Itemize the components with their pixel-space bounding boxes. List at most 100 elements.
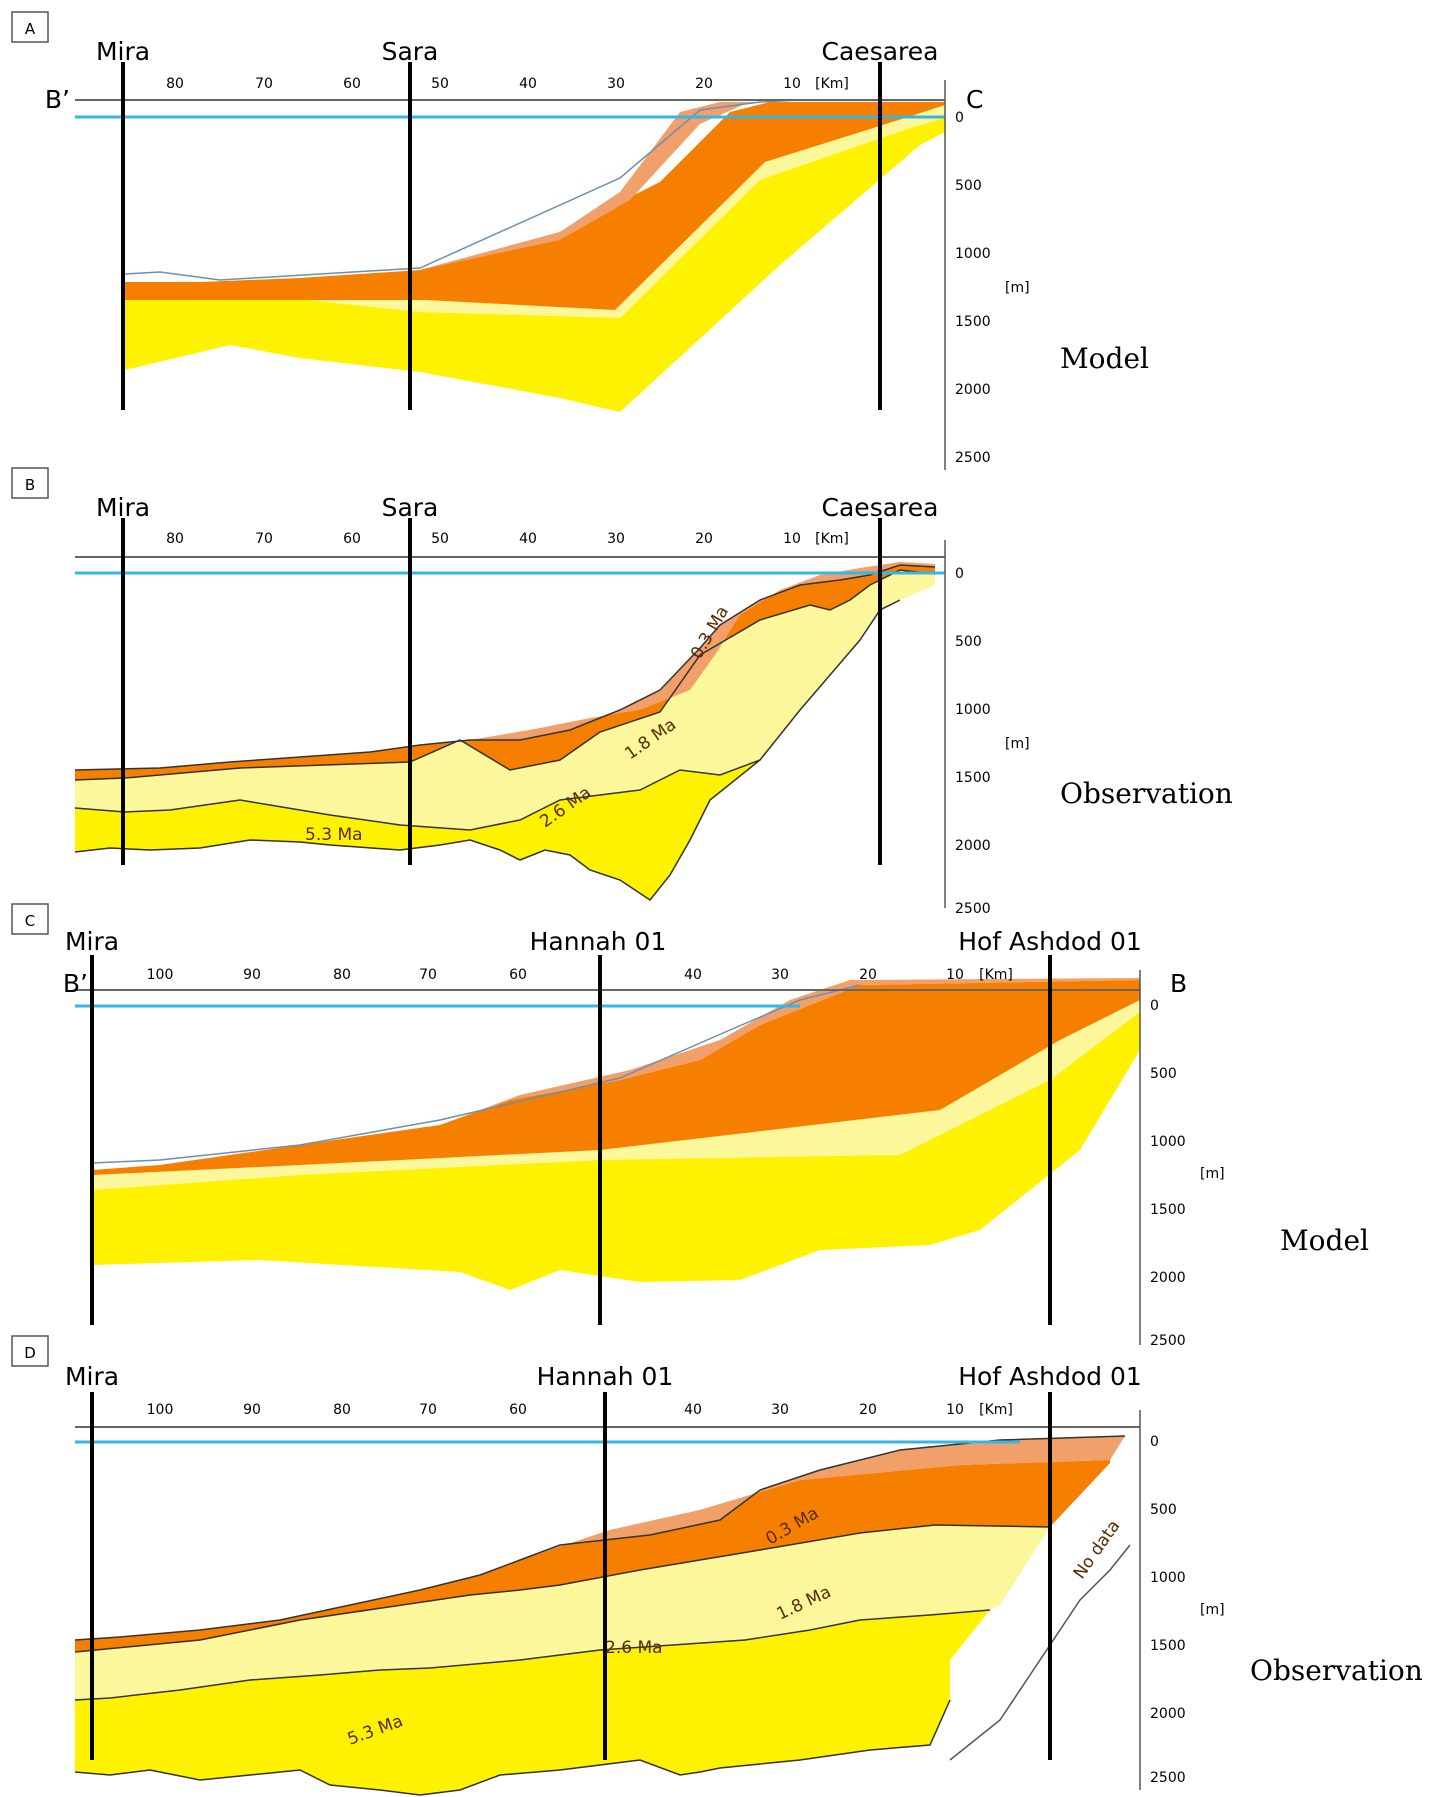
y-tick-label: 2000 — [1150, 1270, 1186, 1286]
panel-b-well-label: Mira — [96, 493, 150, 522]
x-tick-label: 40 — [519, 531, 537, 547]
horizon-2-6ma — [74, 759, 761, 831]
panel-a: A 80 70 60 50 40 30 20 10 [Km] 0 500 100… — [11, 11, 1149, 470]
horizon-2-6ma — [74, 1609, 991, 1701]
x-tick-label: 70 — [255, 76, 273, 92]
y-tick-label: 0 — [955, 110, 964, 126]
panel-c-well-label: Hof Ashdod 01 — [958, 927, 1142, 956]
panel-a-end-label-left: B’ — [45, 85, 70, 114]
y-unit-label: [m] — [1005, 736, 1030, 752]
x-tick-label: 60 — [509, 967, 527, 983]
y-unit-label: [m] — [1005, 280, 1030, 296]
panel-b-well-label: Sara — [382, 493, 439, 522]
panel-b-well-label: Caesarea — [822, 493, 939, 522]
y-tick-label: 500 — [1150, 1066, 1177, 1082]
y-tick-label: 1500 — [1150, 1202, 1186, 1218]
panel-b-yellow-layer — [75, 760, 760, 900]
x-tick-label: 60 — [343, 531, 361, 547]
x-tick-label: 50 — [431, 531, 449, 547]
panel-c-well-label: Hannah 01 — [530, 927, 667, 956]
panel-d-light-orange-layer — [520, 1436, 1125, 1560]
x-tick-label: 40 — [684, 1402, 702, 1418]
x-tick-label: 20 — [859, 1402, 877, 1418]
panel-a-side-label: Model — [1060, 342, 1149, 375]
panel-b-y-ticks: 0 500 1000 1500 2000 2500 [m] — [955, 566, 1030, 917]
y-tick-label: 1000 — [955, 702, 991, 718]
panel-c-yellow-layer — [92, 1012, 1140, 1290]
x-tick-label: 70 — [419, 967, 437, 983]
y-tick-label: 2500 — [955, 901, 991, 917]
panel-b-light-orange-layer — [470, 562, 935, 740]
panel-c-well-label: Mira — [65, 927, 119, 956]
x-tick-label: 30 — [771, 1402, 789, 1418]
x-tick-label: 30 — [771, 967, 789, 983]
panel-b-orange-layer — [75, 565, 935, 780]
horizon-0-3ma — [74, 1435, 1126, 1641]
panel-d-letter: D — [24, 1344, 36, 1362]
panel-d-letter-box — [11, 1335, 49, 1367]
panel-d-well-label: Hannah 01 — [537, 1362, 674, 1391]
x-tick-label: 30 — [607, 76, 625, 92]
y-tick-label: 0 — [1150, 998, 1159, 1014]
x-tick-label: 30 — [607, 531, 625, 547]
panel-a-seafloor-line — [124, 99, 801, 281]
panel-d-orange-layer — [75, 1460, 1110, 1652]
x-tick-label: 10 — [783, 531, 801, 547]
panel-c-end-label-right: B — [1170, 969, 1187, 998]
x-tick-label: 20 — [695, 76, 713, 92]
panel-d-no-data-boundary — [949, 1544, 1131, 1761]
y-unit-label: [m] — [1200, 1602, 1225, 1618]
panel-c-x-ticks: 100 90 80 70 60 40 30 20 10 [Km] — [147, 967, 1013, 983]
panel-b: B 80 70 60 50 40 30 20 10 [Km] 0 500 — [11, 467, 1233, 917]
panel-c-pale-yellow-layer — [92, 1000, 1140, 1190]
y-tick-label: 1500 — [955, 770, 991, 786]
x-tick-label: 80 — [333, 1402, 351, 1418]
panel-c-side-label: Model — [1280, 1224, 1369, 1257]
panel-c-letter: C — [25, 912, 35, 930]
y-tick-label: 500 — [955, 178, 982, 194]
panel-b-x-ticks: 80 70 60 50 40 30 20 10 [Km] — [166, 531, 849, 547]
panel-b-side-label: Observation — [1060, 777, 1233, 810]
x-tick-label: 100 — [147, 1402, 174, 1418]
x-tick-label: 70 — [255, 531, 273, 547]
x-tick-label: 40 — [519, 76, 537, 92]
y-tick-label: 500 — [955, 634, 982, 650]
x-tick-label: 10 — [946, 1402, 964, 1418]
x-tick-label: 70 — [419, 1402, 437, 1418]
panel-a-x-ticks: 80 70 60 50 40 30 20 10 [Km] — [166, 76, 849, 92]
panel-d-x-ticks: 100 90 80 70 60 40 30 20 10 [Km] — [147, 1402, 1013, 1418]
horizon-5-3ma — [74, 599, 901, 902]
x-tick-label: 20 — [859, 967, 877, 983]
x-unit-label: [Km] — [815, 76, 849, 92]
panel-d-horizons — [74, 1435, 1131, 1796]
x-tick-label: 10 — [783, 76, 801, 92]
y-tick-label: 0 — [1150, 1434, 1159, 1450]
y-tick-label: 1000 — [1150, 1134, 1186, 1150]
y-unit-label: [m] — [1200, 1166, 1225, 1182]
y-tick-label: 1000 — [955, 246, 991, 262]
panel-a-y-ticks: 0 500 1000 1500 2000 2500 [m] — [955, 110, 1030, 466]
x-tick-label: 80 — [166, 76, 184, 92]
panel-a-yellow-layer — [125, 118, 945, 412]
x-tick-label: 60 — [509, 1402, 527, 1418]
x-tick-label: 20 — [695, 531, 713, 547]
panel-a-letter: A — [25, 20, 36, 38]
x-unit-label: [Km] — [979, 1402, 1013, 1418]
panel-d-well-label: Hof Ashdod 01 — [958, 1362, 1142, 1391]
y-tick-label: 2500 — [1150, 1333, 1186, 1349]
horizon-1-8ma — [74, 1524, 1051, 1653]
panel-c-letter-box — [11, 903, 49, 935]
panel-a-well-label: Caesarea — [822, 37, 939, 66]
panel-a-letter-box — [11, 11, 49, 43]
panel-d-well-label: Mira — [65, 1362, 119, 1391]
horizon-0-3ma — [74, 569, 936, 781]
y-tick-label: 2500 — [955, 450, 991, 466]
x-tick-label: 80 — [166, 531, 184, 547]
y-tick-label: 1500 — [1150, 1638, 1186, 1654]
panel-d-no-data-label: No data — [1070, 1517, 1125, 1583]
panel-b-letter: B — [25, 476, 35, 494]
panel-a-well-label: Mira — [96, 37, 150, 66]
panel-b-horizons — [74, 564, 936, 902]
y-tick-label: 2000 — [955, 382, 991, 398]
